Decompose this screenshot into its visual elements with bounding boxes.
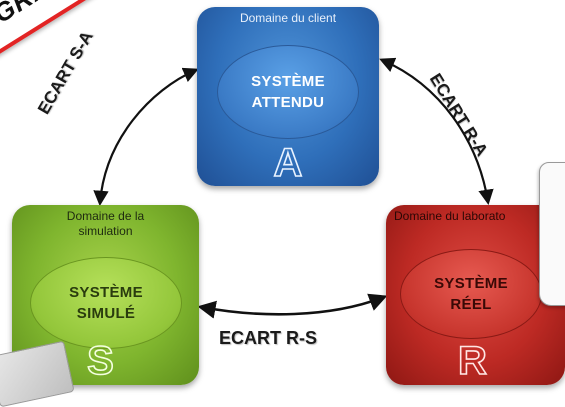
- node-s-letter: S: [86, 339, 114, 383]
- node-systeme-simule: Domaine de la simulation SYSTÈME SIMULÉ …: [12, 205, 199, 385]
- ellipse-reel: SYSTÈME RÉEL: [400, 249, 542, 339]
- domain-label-laboratoire: Domaine du laborato: [394, 209, 506, 223]
- node-systeme-attendu: Domaine du client SYSTÈME ATTENDU A: [197, 7, 379, 186]
- arrow-r-s: [197, 293, 388, 319]
- node-s-line2: SIMULÉ: [76, 305, 136, 322]
- node-a-letter: A: [273, 141, 303, 185]
- arrow-s-a: [93, 67, 199, 207]
- ellipse-attendu: SYSTÈME ATTENDU: [217, 45, 359, 139]
- domain-label-simulation: Domaine de la simulation: [12, 209, 199, 239]
- node-s-line1: SYSTÈME: [69, 284, 143, 301]
- node-r-line2: RÉEL: [450, 296, 492, 313]
- paper-scroll-decoration: [539, 162, 565, 306]
- edge-label-r-s: ECART R-S: [219, 328, 317, 348]
- node-a-line1: SYSTÈME: [251, 73, 325, 90]
- node-r-letter: R: [457, 339, 487, 383]
- node-r-line1: SYSTÈME: [434, 275, 508, 292]
- node-a-line2: ATTENDU: [251, 94, 325, 111]
- node-systeme-reel: Domaine du laborato SYSTÈME RÉEL R: [386, 205, 565, 385]
- domain-simulation-line1: Domaine de la: [66, 209, 145, 223]
- domain-label-client: Domaine du client: [239, 11, 337, 25]
- arrows-layer: [93, 57, 494, 319]
- domain-simulation-line2: simulation: [78, 224, 133, 238]
- arrow-r-a: [379, 57, 494, 206]
- ellipse-simule: SYSTÈME SIMULÉ: [30, 257, 182, 349]
